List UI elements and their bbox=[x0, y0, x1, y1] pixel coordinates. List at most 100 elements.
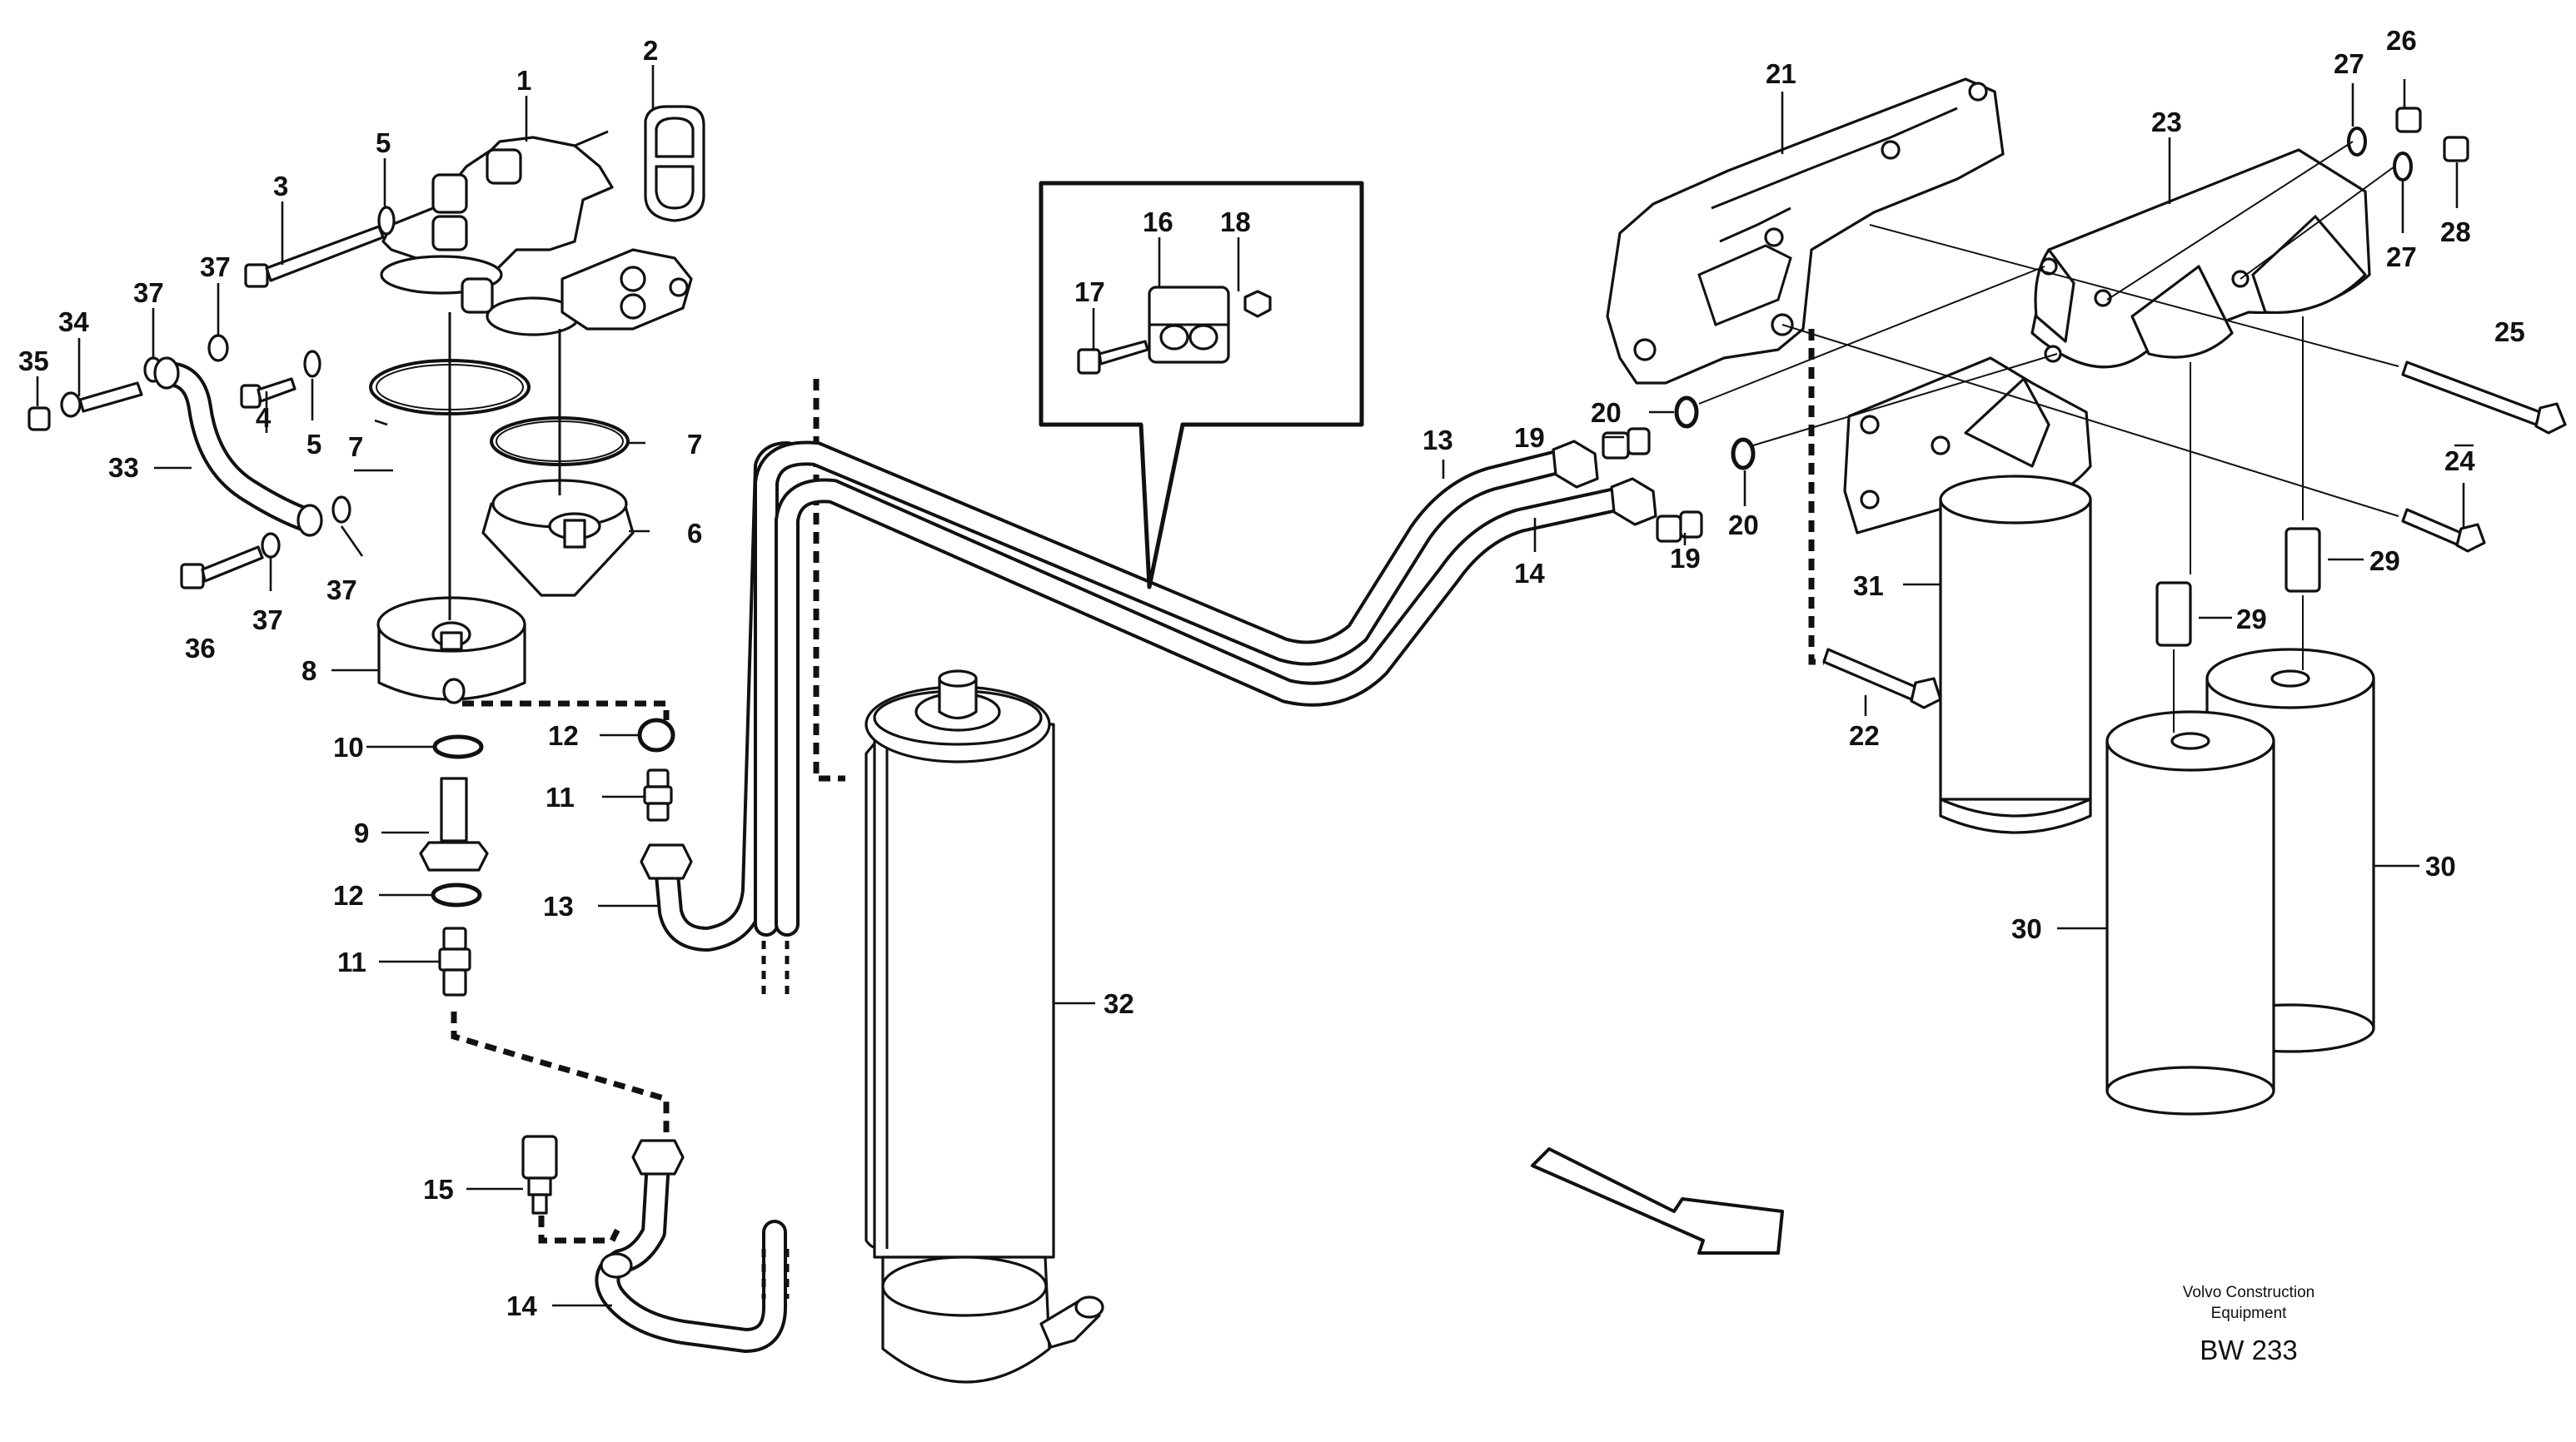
label-19: 19 bbox=[1514, 422, 1545, 453]
filter-canister bbox=[1939, 498, 2092, 801]
pipe-fitting bbox=[600, 1252, 633, 1279]
label-28: 28 bbox=[2440, 216, 2471, 247]
pipe-nut bbox=[1552, 440, 1599, 489]
washer bbox=[261, 532, 281, 559]
seal-ring bbox=[431, 883, 482, 907]
forward-arrow bbox=[1531, 1147, 1784, 1255]
adapter-fitting bbox=[1602, 427, 1651, 460]
clamp-nut bbox=[1243, 290, 1272, 318]
label-36: 36 bbox=[185, 633, 216, 664]
washer bbox=[331, 495, 351, 524]
leader-lines bbox=[36, 65, 2474, 1307]
assembly-line bbox=[1808, 329, 1824, 665]
cone-strainer bbox=[481, 479, 635, 597]
label-1: 1 bbox=[516, 65, 531, 96]
label-37: 37 bbox=[133, 277, 164, 308]
seal-washer bbox=[1674, 395, 1699, 429]
bolt bbox=[2401, 360, 2567, 435]
label-9: 9 bbox=[354, 818, 369, 848]
label-2: 2 bbox=[643, 35, 658, 66]
seal-ring bbox=[432, 734, 484, 759]
filter-head-housing bbox=[380, 130, 693, 336]
caption-line-1: Volvo Construction bbox=[2183, 1284, 2314, 1301]
label-16: 16 bbox=[1143, 206, 1173, 237]
label-19: 19 bbox=[1670, 543, 1701, 574]
label-25: 25 bbox=[2494, 316, 2525, 347]
label-27: 27 bbox=[2386, 241, 2417, 272]
bolt bbox=[180, 545, 264, 589]
seal-ring bbox=[637, 718, 675, 753]
filter-bracket-plate bbox=[1606, 77, 2005, 385]
caption-line-2: Equipment bbox=[2211, 1305, 2288, 1322]
label-29: 29 bbox=[2236, 604, 2267, 634]
assembly-line bbox=[462, 700, 670, 720]
seal-washer bbox=[1731, 437, 1756, 470]
pressure-sensor bbox=[521, 1135, 558, 1215]
label-21: 21 bbox=[1766, 58, 1796, 89]
label-24: 24 bbox=[2444, 445, 2475, 476]
label-31: 31 bbox=[1853, 570, 1884, 601]
label-37: 37 bbox=[200, 251, 231, 282]
label-5: 5 bbox=[306, 429, 321, 460]
label-20: 20 bbox=[1728, 510, 1759, 540]
washer bbox=[2393, 152, 2413, 181]
label-6: 6 bbox=[687, 518, 702, 549]
gasket bbox=[644, 105, 705, 222]
bolt bbox=[244, 225, 385, 288]
label-33: 33 bbox=[108, 452, 139, 483]
assembly-line bbox=[451, 1012, 670, 1132]
label-37: 37 bbox=[252, 604, 283, 635]
pipe-nut bbox=[1610, 477, 1657, 526]
assembly-line bbox=[538, 1216, 624, 1244]
label-11: 11 bbox=[337, 947, 366, 977]
nipple bbox=[643, 768, 673, 822]
label-32: 32 bbox=[1104, 988, 1134, 1019]
pipe-eye-fitting bbox=[153, 356, 180, 390]
part-labels: 1 2 3 5 37 37 34 35 33 4 5 7 7 6 36 37 3… bbox=[18, 25, 2525, 1321]
label-5: 5 bbox=[376, 127, 391, 158]
label-17: 17 bbox=[1074, 276, 1105, 307]
label-30: 30 bbox=[2425, 851, 2456, 882]
plug bbox=[2443, 136, 2469, 162]
publisher-caption: Volvo Construction Equipment BW 233 bbox=[2183, 1284, 2314, 1365]
clamp-bolt bbox=[1077, 348, 1101, 375]
label-11: 11 bbox=[546, 782, 575, 813]
threaded-nipple bbox=[2155, 581, 2192, 647]
label-29: 29 bbox=[2369, 545, 2400, 576]
threaded-nipple bbox=[2285, 527, 2321, 593]
label-12: 12 bbox=[548, 720, 579, 751]
label-13: 13 bbox=[543, 891, 574, 922]
adapter-block bbox=[376, 596, 526, 704]
label-23: 23 bbox=[2151, 107, 2182, 137]
label-8: 8 bbox=[301, 655, 316, 686]
label-26: 26 bbox=[2386, 25, 2417, 56]
label-35: 35 bbox=[18, 346, 49, 376]
spin-on-filter bbox=[2105, 710, 2275, 1116]
figure-code: BW 233 bbox=[2200, 1335, 2297, 1365]
label-37: 37 bbox=[326, 574, 357, 605]
label-7: 7 bbox=[348, 431, 363, 462]
assembly-line bbox=[813, 379, 845, 782]
pipe-eye-fitting bbox=[296, 504, 323, 537]
plug bbox=[2395, 107, 2422, 133]
adapter-fitting bbox=[1656, 510, 1703, 543]
filter-head bbox=[2030, 148, 2371, 369]
washer bbox=[303, 350, 321, 378]
pipe-nut bbox=[640, 843, 693, 880]
hollow-screw bbox=[419, 777, 489, 872]
label-10: 10 bbox=[333, 732, 364, 763]
label-15: 15 bbox=[423, 1174, 454, 1205]
washer bbox=[377, 206, 396, 236]
banjo-bolt bbox=[27, 381, 143, 431]
label-34: 34 bbox=[58, 306, 89, 337]
nipple bbox=[438, 927, 471, 997]
pipe-break-marks bbox=[761, 941, 790, 1299]
label-13: 13 bbox=[1423, 425, 1453, 455]
label-22: 22 bbox=[1849, 720, 1880, 751]
oil-cooler bbox=[864, 669, 1104, 1384]
label-12: 12 bbox=[333, 880, 364, 911]
label-27: 27 bbox=[2334, 48, 2364, 79]
label-14: 14 bbox=[1514, 558, 1545, 589]
washer bbox=[207, 334, 229, 362]
